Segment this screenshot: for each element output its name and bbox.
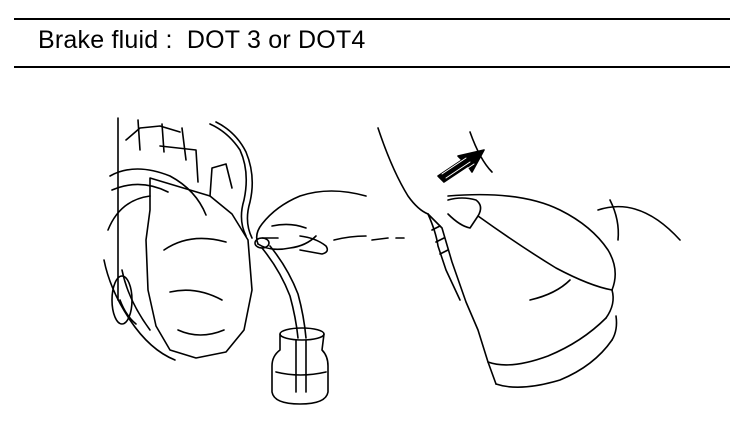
brake-caliper	[103, 117, 253, 361]
brake-fluid-value: DOT 3 or DOT4	[186, 26, 366, 54]
top-rule	[14, 18, 730, 20]
bleeder-hose	[261, 245, 307, 339]
sight-line	[371, 237, 405, 241]
hand-on-bleeder	[254, 190, 367, 255]
brake-fluid-label: Brake fluid :	[38, 26, 173, 54]
bottom-rule	[14, 66, 730, 68]
foot-on-brake-pedal	[377, 127, 681, 388]
fluid-catch-bottle	[271, 327, 329, 405]
push-direction-arrow	[437, 149, 485, 183]
brake-fluid-spec: Brake fluid : DOT 3 or DOT4	[38, 26, 365, 55]
brake-line	[209, 121, 254, 239]
